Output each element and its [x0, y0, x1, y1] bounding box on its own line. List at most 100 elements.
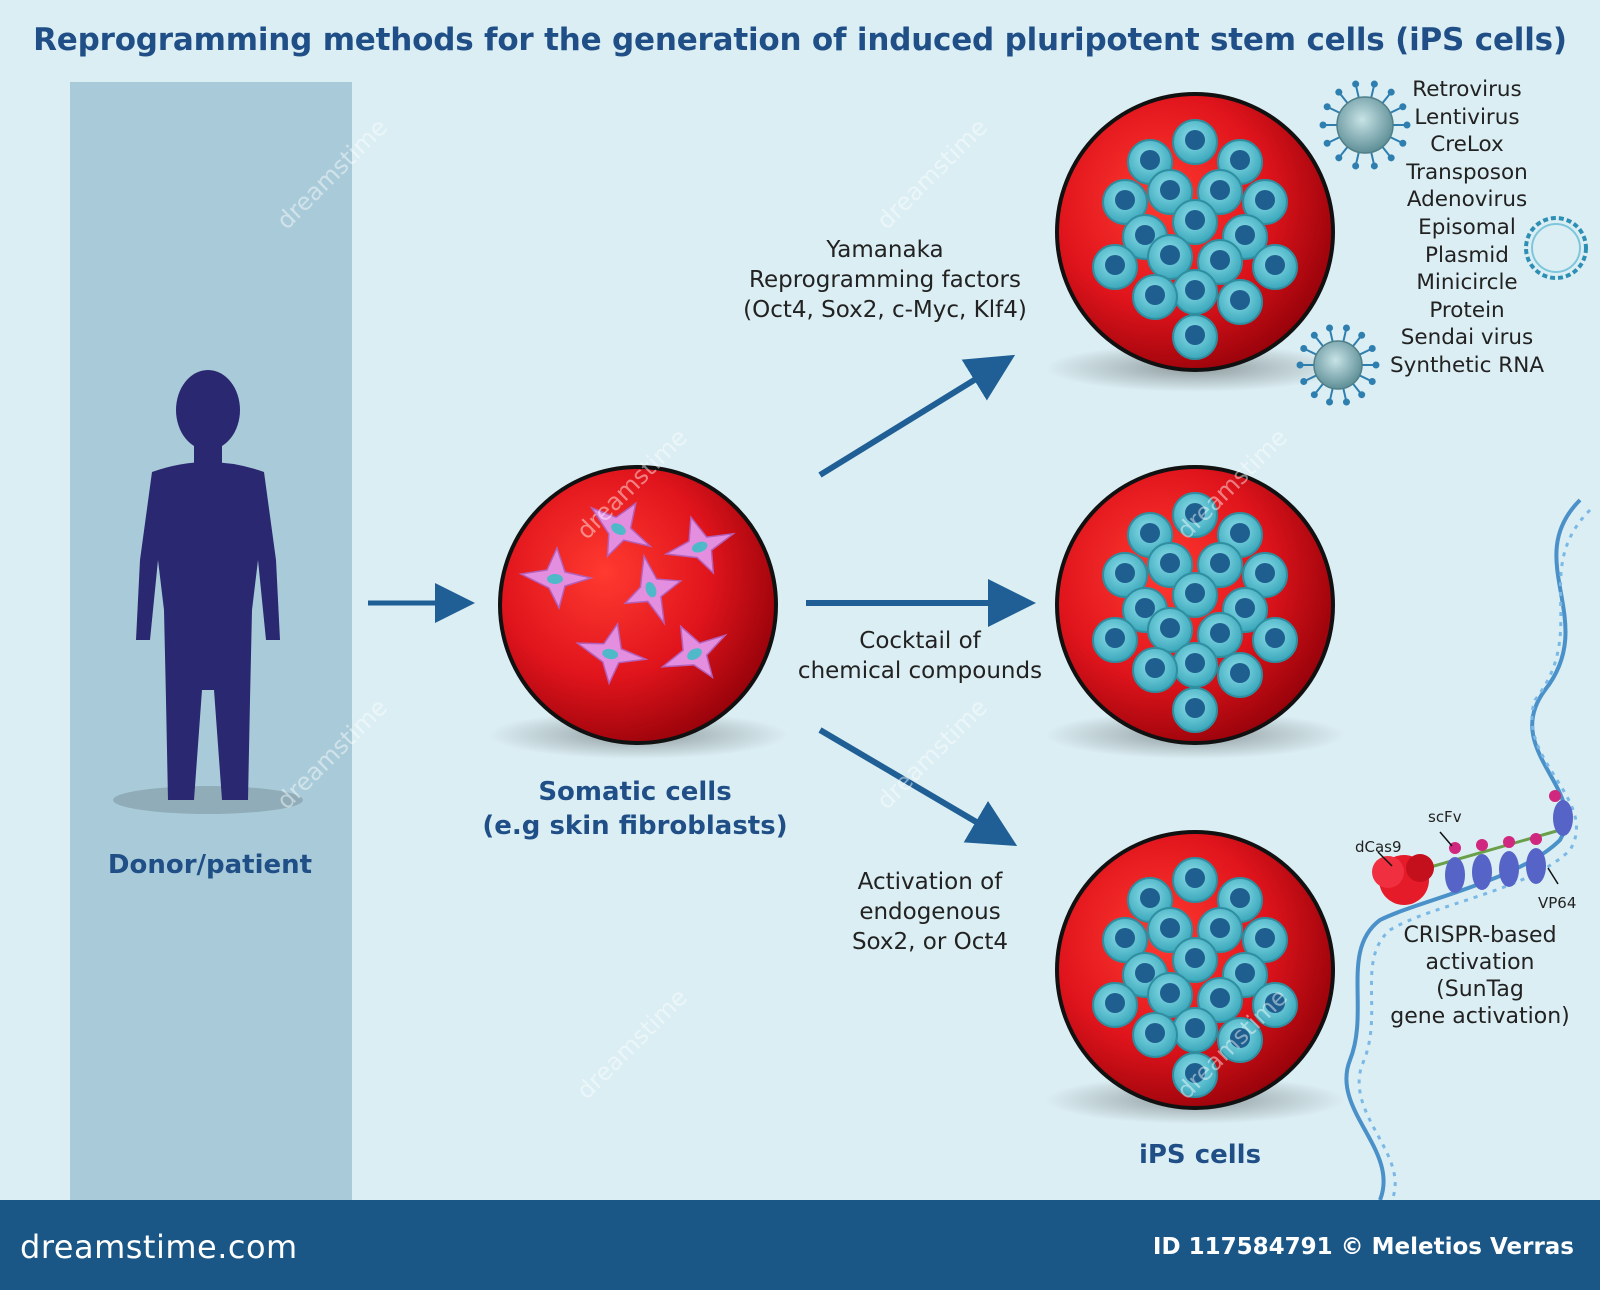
method-item: Minicircle: [1416, 270, 1518, 296]
vp64-tag: VP64: [1538, 894, 1577, 912]
crispr-caption-line1: CRISPR-based: [1403, 923, 1557, 948]
stem-cell: [1172, 119, 1218, 165]
stem-cell: [1102, 917, 1148, 963]
delivery-methods-list: Retrovirus Lentivirus CreLox Transposon …: [1372, 76, 1562, 380]
stem-cell: [1197, 542, 1243, 588]
ips-colony-bottom: [1092, 857, 1298, 1098]
stem-cell: [1092, 982, 1138, 1028]
stem-cell: [1197, 907, 1243, 953]
stem-cell: [1197, 612, 1243, 658]
stem-cell: [1197, 169, 1243, 215]
stem-cell: [1092, 617, 1138, 663]
stem-cell: [1242, 917, 1288, 963]
footer-credit: ID 117584791 © Meletios Verras: [1152, 1234, 1574, 1260]
stem-cell: [1147, 972, 1193, 1018]
crispr-caption-line2: activation: [1425, 950, 1535, 975]
somatic-label: Somatic cells (e.g skin fibroblasts): [470, 775, 800, 843]
yamanaka-line3: (Oct4, Sox2, c-Myc, Klf4): [743, 297, 1027, 323]
stem-cell: [1172, 1007, 1218, 1053]
page-title: Reprogramming methods for the generation…: [33, 22, 1567, 58]
retrovirus-icon: [1319, 80, 1411, 170]
stem-cell: [1242, 179, 1288, 225]
stem-cell: [1172, 642, 1218, 688]
stem-cell: [1252, 617, 1298, 663]
method-item: Plasmid: [1425, 242, 1509, 268]
stem-cell: [1172, 1052, 1218, 1098]
cocktail-label: Cocktail of chemical compounds: [760, 626, 1080, 686]
stem-cell: [1252, 982, 1298, 1028]
stem-cell: [1172, 492, 1218, 538]
stem-cell: [1132, 647, 1178, 693]
adenovirus-icon: [1296, 324, 1380, 406]
stem-cell: [1172, 572, 1218, 618]
arrow-to-activation: [818, 727, 1018, 847]
fibroblast-cell: [663, 515, 736, 575]
stem-cell: [1147, 234, 1193, 280]
crispr-caption: CRISPR-based activation (SunTag gene act…: [1380, 922, 1580, 1030]
crispr-caption-line4: gene activation): [1390, 1004, 1570, 1029]
method-item: Synthetic RNA: [1389, 352, 1545, 378]
crispr-caption-line3: (SunTag: [1436, 977, 1524, 1002]
cocktail-line1: Cocktail of: [859, 628, 981, 654]
stem-cell: [1217, 652, 1263, 698]
stem-cell: [1132, 274, 1178, 320]
somatic-label-line2: (e.g skin fibroblasts): [482, 811, 788, 841]
stem-cell: [1172, 687, 1218, 733]
method-item: Episomal: [1418, 214, 1516, 240]
stem-cell: [1217, 279, 1263, 325]
scfv-tag: scFv: [1428, 808, 1462, 826]
ips-colony-middle: [1092, 492, 1298, 733]
stem-cell: [1172, 314, 1218, 360]
method-item: Protein: [1429, 297, 1505, 323]
fibroblast-cell: [575, 621, 649, 686]
activation-line2: endogenous: [859, 899, 1001, 925]
method-item: CreLox: [1430, 132, 1504, 158]
arrow-to-yamanaka: [818, 354, 1016, 478]
stem-cell: [1102, 179, 1148, 225]
stem-cell: [1147, 607, 1193, 653]
plasmid-icon: [1524, 216, 1588, 280]
somatic-cell-dish: [488, 465, 788, 759]
stem-cell: [1172, 857, 1218, 903]
method-item: Lentivirus: [1414, 104, 1520, 130]
fibroblast-cell: [589, 501, 653, 559]
method-item: Transposon: [1406, 159, 1528, 185]
stem-cell: [1242, 552, 1288, 598]
cocktail-line2: chemical compounds: [797, 658, 1043, 684]
stem-cell: [1172, 199, 1218, 245]
stem-cell: [1132, 1012, 1178, 1058]
diagram-canvas: [113, 80, 1592, 1200]
stem-cell: [1252, 244, 1298, 290]
yamanaka-line2: Reprogramming factors: [749, 267, 1021, 293]
method-item: Sendai virus: [1400, 325, 1534, 351]
human-silhouette-icon: [113, 370, 303, 814]
footer-bar: dreamstime.com ID 117584791 © Meletios V…: [0, 1200, 1600, 1290]
method-item: Retrovirus: [1412, 77, 1522, 102]
stem-cell: [1102, 552, 1148, 598]
activation-line3: Sox2, or Oct4: [851, 929, 1009, 955]
ips-colony-top: [1092, 119, 1298, 360]
stem-cell: [1172, 269, 1218, 315]
yamanaka-label: Yamanaka Reprogramming factors (Oct4, So…: [720, 235, 1050, 325]
fibroblast-cell: [518, 545, 594, 611]
stem-cell: [1217, 1017, 1263, 1063]
fibroblast-cell: [660, 624, 728, 679]
stem-cell: [1147, 542, 1193, 588]
fibroblast-cell: [623, 553, 683, 626]
stem-cell: [1092, 244, 1138, 290]
stem-cell: [1197, 239, 1243, 285]
yamanaka-line1: Yamanaka: [826, 237, 944, 263]
ips-cells-label: iPS cells: [1138, 1140, 1262, 1170]
method-item: Adenovirus: [1406, 187, 1528, 213]
suntag-construct-icon: [1372, 790, 1573, 905]
fibroblast-cells: [518, 501, 736, 686]
stem-cell: [1147, 907, 1193, 953]
stem-cell: [1197, 977, 1243, 1023]
stem-cell: [1172, 937, 1218, 983]
somatic-label-line1: Somatic cells: [538, 777, 732, 807]
footer-logo: dreamstime.com: [20, 1228, 298, 1266]
stem-cell: [1147, 169, 1193, 215]
donor-label: Donor/patient: [107, 850, 313, 880]
activation-line1: Activation of: [857, 869, 1003, 895]
dcas9-tag: dCas9: [1355, 838, 1402, 856]
